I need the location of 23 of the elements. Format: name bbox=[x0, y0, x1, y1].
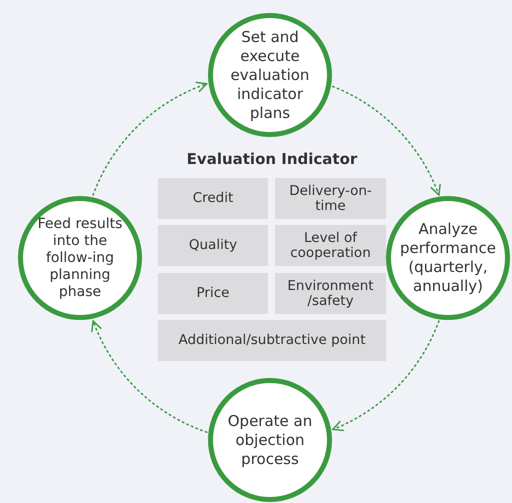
indicator-text: Price bbox=[196, 286, 230, 301]
arrow bbox=[92, 320, 208, 433]
step-text: Feed results into the follow-ing planning phase bbox=[36, 216, 124, 300]
step-text: Analyze performance (quarterly, annually) bbox=[398, 220, 498, 296]
indicator-cell bbox=[275, 273, 386, 314]
indicator-cell bbox=[275, 178, 386, 219]
indicator-text: Credit bbox=[192, 191, 234, 206]
indicator-cell bbox=[158, 273, 268, 314]
step-text: Set and execute evaluation indicator plans bbox=[230, 28, 310, 122]
indicator-cell bbox=[275, 225, 386, 266]
table-heading: Evaluation Indicator bbox=[186, 150, 358, 168]
arrow bbox=[92, 82, 208, 196]
indicator-cell bbox=[158, 320, 386, 361]
indicator-text: Additional/subtractive point bbox=[178, 333, 366, 348]
step-text: Operate an objection process bbox=[226, 412, 314, 468]
indicator-cell bbox=[158, 225, 268, 266]
indicator-text: Level of cooperation bbox=[289, 230, 372, 260]
indicator-cell bbox=[158, 178, 268, 219]
arrow bbox=[332, 86, 440, 196]
indicator-text: Quality bbox=[188, 238, 238, 253]
indicator-text: Delivery-on-time bbox=[288, 184, 373, 214]
indicator-text: Environment /safety bbox=[286, 278, 375, 308]
arrow bbox=[332, 320, 440, 430]
